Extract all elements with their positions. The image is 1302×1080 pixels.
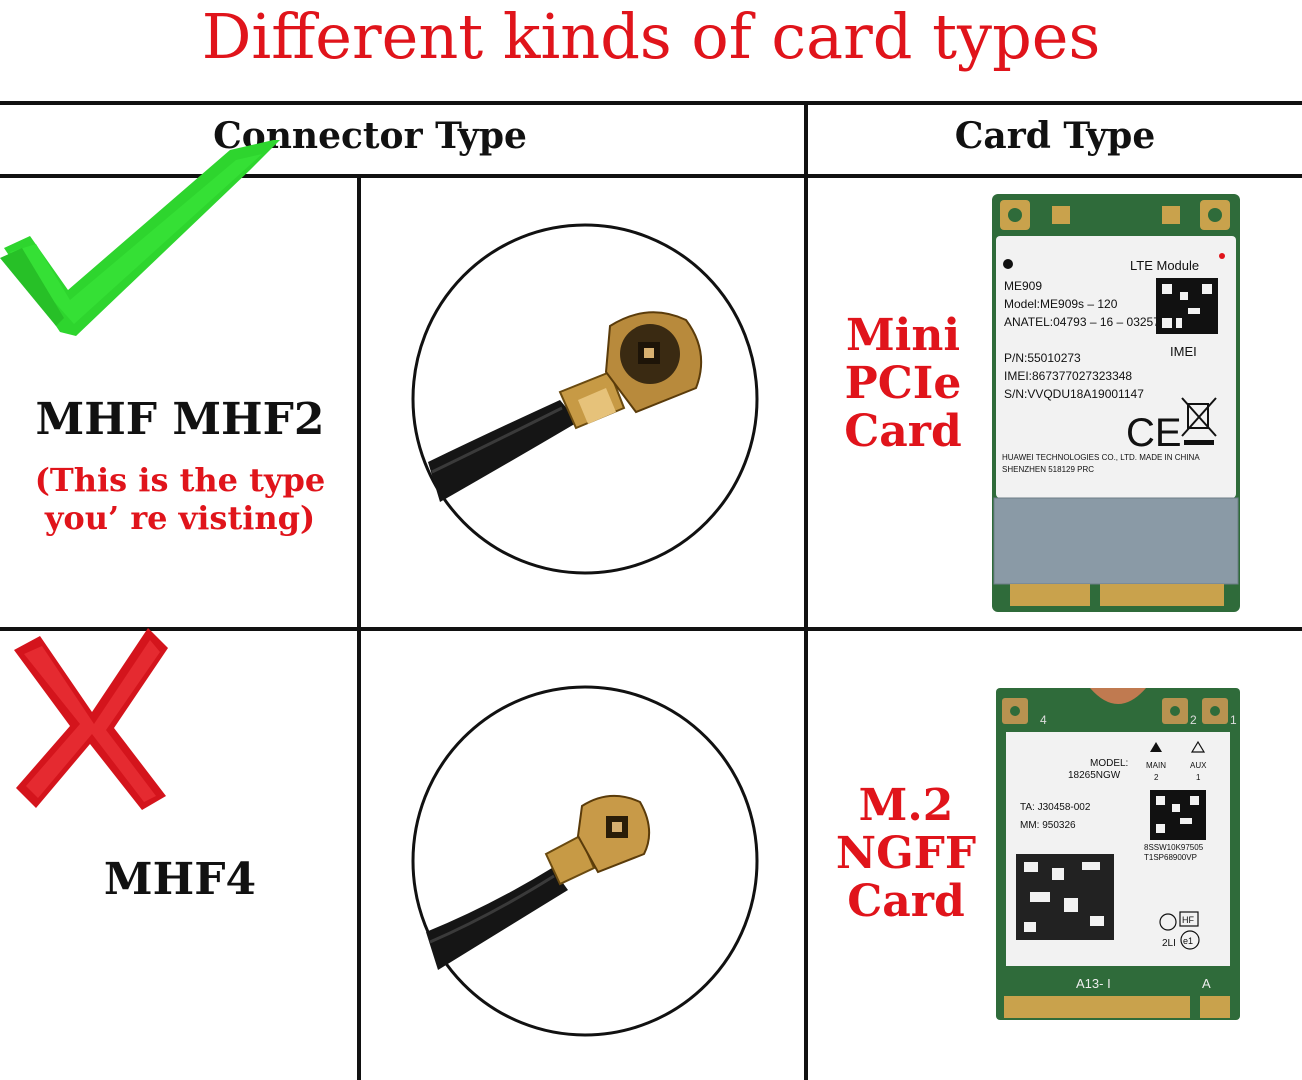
connector-note-line1: (This is the type [34, 461, 326, 499]
data-matrix-icon [1016, 854, 1114, 940]
weee-bin-icon [1181, 397, 1217, 445]
check-icon [0, 140, 280, 336]
card-text: TA: J30458-002 [1020, 802, 1091, 813]
card-text: S/N:VVQDU18A19001147 [1004, 387, 1144, 401]
card-text: HF [1182, 915, 1194, 925]
m2-ngff-card-image: 4 2 1 MODEL: 18265NGW MAIN AUX 2 1 TA: J… [996, 688, 1240, 1020]
card-label-line: Card [844, 406, 962, 457]
mini-pcie-card-image: LTE Module ME909 Model:ME909s – 120 ANAT… [992, 194, 1240, 612]
card-text: 2 [1190, 713, 1197, 727]
card-label-line: Card [847, 876, 965, 927]
cross-icon [14, 628, 168, 810]
card-text: 2LI [1162, 938, 1176, 949]
card-text: ANATEL:04793 – 16 – 03257 [1004, 315, 1160, 329]
connector-note-line2: you’ re visting) [44, 499, 316, 537]
card-label-mini-pcie: Mini PCIe Card [808, 312, 998, 456]
grid-line-col-image [357, 174, 361, 1080]
card-text: HUAWEI TECHNOLOGIES CO., LTD. MADE IN CH… [1002, 453, 1200, 462]
card-text: 2 [1154, 773, 1159, 782]
card-text: 8SSW10K97505 [1144, 843, 1204, 852]
card-text: LTE Module [1130, 258, 1199, 273]
card-text: AUX [1190, 761, 1207, 770]
card-text: MAIN [1146, 761, 1166, 770]
card-text: IMEI:867377027323348 [1004, 369, 1132, 383]
card-label-line: NGFF [835, 828, 977, 879]
card-text: P/N:55010273 [1004, 351, 1081, 365]
card-text: 4 [1040, 713, 1047, 727]
card-text: A [1202, 976, 1211, 991]
card-label-line: Mini [845, 310, 961, 361]
page-title: Different kinds of card types [201, 0, 1101, 73]
card-text: A13- I [1076, 976, 1111, 991]
grid-line-col-card [804, 101, 808, 1080]
card-text: MM: 950326 [1020, 820, 1076, 831]
connector-name-mhf2: MHF MHF2 [35, 394, 325, 445]
grid-line-top [0, 101, 1302, 105]
grid-line-middle [0, 627, 1302, 631]
mhf4-connector-image [411, 685, 759, 1037]
card-text: 1 [1230, 713, 1237, 727]
mhf2-connector-image [411, 223, 759, 575]
header-card-type: Card Type [954, 115, 1156, 157]
card-text: ME909 [1004, 279, 1042, 293]
qr-code-icon [1150, 790, 1206, 840]
card-label-line: PCIe [844, 358, 962, 409]
card-text: T1SP68900VP [1144, 853, 1197, 862]
card-text: CE [1126, 411, 1182, 455]
connector-name-mhf4: MHF4 [103, 854, 257, 905]
grid-line-header [0, 174, 1302, 178]
edge-connector-pins [1004, 996, 1230, 1018]
edge-connector-pins [1010, 584, 1224, 606]
card-text: SHENZHEN 518129 PRC [1002, 465, 1094, 474]
card-label-line: M.2 [858, 780, 954, 831]
card-label-m2-ngff: M.2 NGFF Card [818, 782, 994, 926]
card-text: IMEI [1170, 344, 1197, 359]
card-text: 18265NGW [1068, 770, 1121, 781]
card-text: e1 [1183, 936, 1193, 946]
card-text: 1 [1196, 773, 1201, 782]
card-text: Model:ME909s – 120 [1004, 297, 1118, 311]
qr-code-icon [1156, 278, 1218, 334]
card-text: MODEL: [1090, 758, 1128, 769]
